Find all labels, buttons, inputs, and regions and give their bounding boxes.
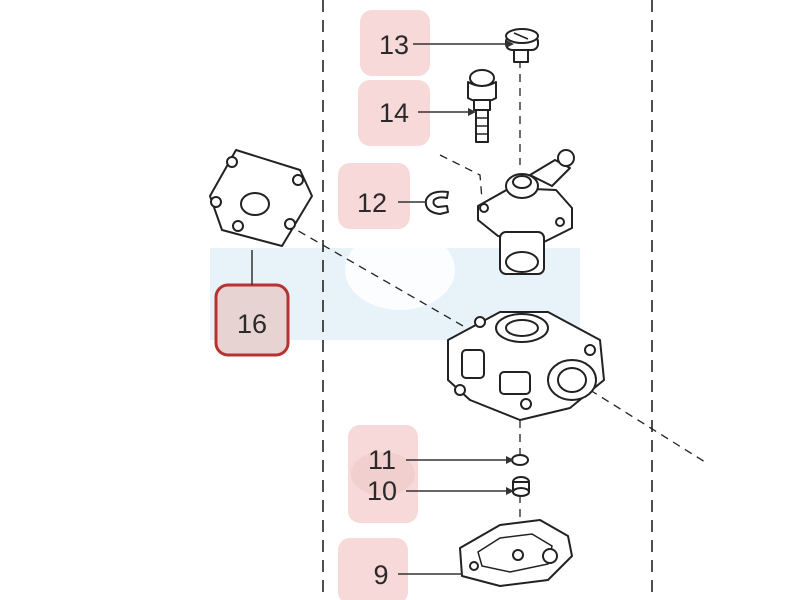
part-gasket-16[interactable] (209, 149, 313, 247)
part-gasket-9[interactable] (459, 519, 573, 587)
callout-box-14 (358, 80, 430, 146)
part-jet-10[interactable] (512, 476, 530, 497)
part-upper-assembly[interactable] (477, 149, 575, 275)
leader-13-arrow (506, 40, 514, 48)
callout-label-13: 13 (379, 30, 409, 60)
leader-10-arrow (506, 487, 514, 495)
axis-line-diagonal (261, 209, 471, 331)
leader-11-arrow (506, 456, 514, 464)
part-clip-12[interactable] (424, 190, 449, 215)
part-carburetor-body[interactable] (447, 311, 605, 421)
callout-label-14: 14 (379, 98, 409, 128)
axis-line-clip (439, 154, 483, 201)
callout-box-11-10-bottom (351, 452, 415, 496)
axis-line-diagonal-2 (589, 389, 706, 463)
part-nipple-14[interactable] (467, 69, 497, 143)
callout-box-9 (338, 538, 408, 600)
callout-label-11: 11 (368, 445, 396, 475)
callout-box-12 (338, 163, 410, 229)
watermark-blob (345, 230, 455, 310)
callout-label-12: 12 (357, 188, 387, 218)
callout-label-10: 10 (367, 476, 397, 506)
callout-label-16: 16 (237, 309, 267, 339)
callout-box-13 (360, 10, 430, 76)
callout-label-9: 9 (373, 560, 388, 590)
leader-14-arrow (468, 108, 476, 116)
part-oring-11[interactable] (511, 454, 529, 466)
